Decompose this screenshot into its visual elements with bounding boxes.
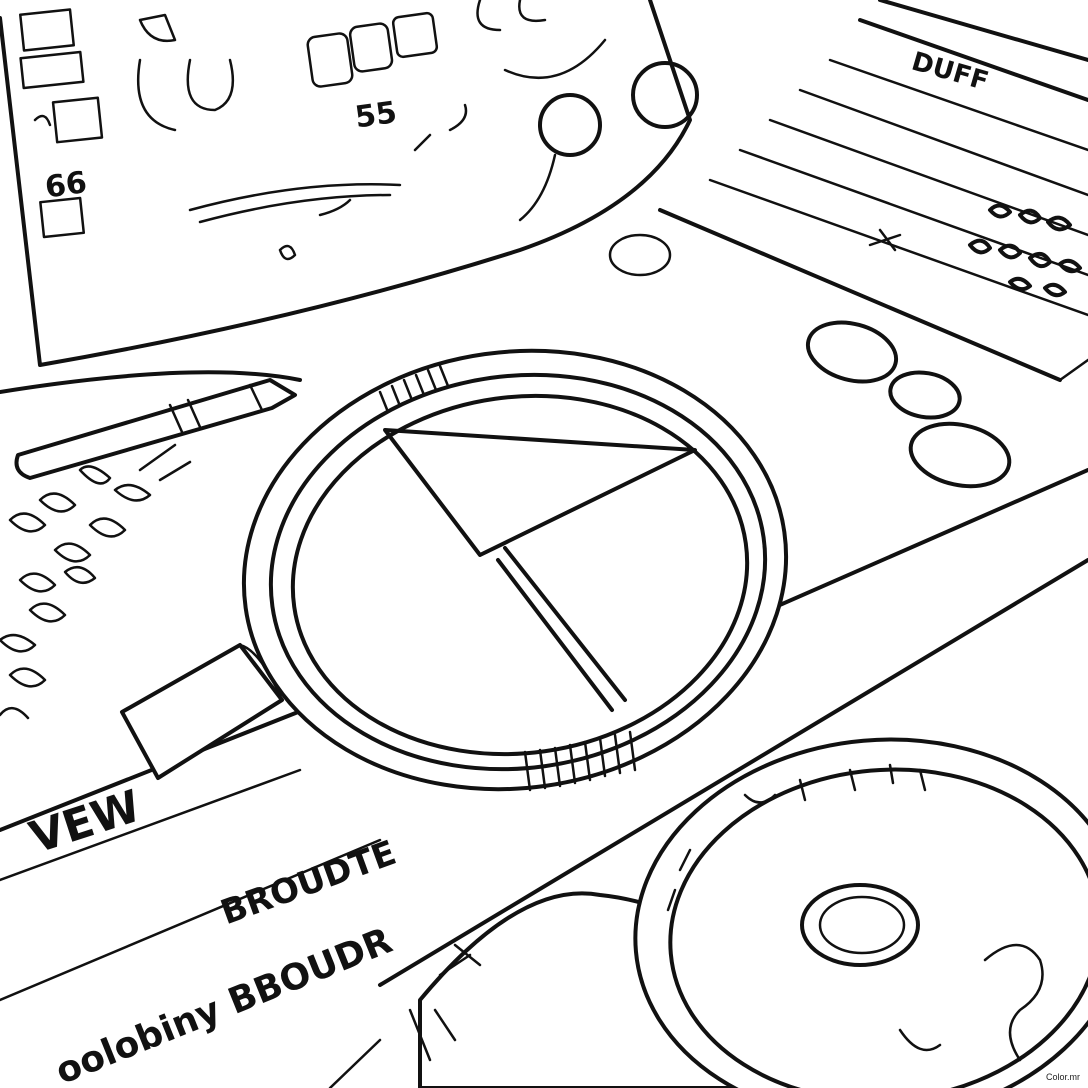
sheet-box [391,11,439,59]
coin-center-hole [800,883,920,967]
coin-inner-ring [668,767,1088,1088]
magnifier-rim-inner [268,372,768,772]
sheet-number: 66 [43,165,89,205]
magnifier-rim-outer [241,348,789,792]
sheet-heading: DUFF [908,47,991,97]
paper-phrase: oolobiny BBOUDR [50,920,398,1088]
pebble-shape [608,233,672,277]
paper-word: VEW [24,781,147,864]
sheet-box [39,196,86,239]
magnifier-lens [290,393,750,757]
magnifying-glass [120,348,789,792]
credit-watermark: Color.mr [1045,1072,1080,1082]
sheet-number: 55 [353,95,399,135]
lens-pie-divider [383,428,697,712]
sheet-box [51,96,104,144]
sheet-box [19,50,85,90]
sheet-box [348,22,394,73]
top-left-sheet: 55 66 [0,0,699,367]
coin-disk [633,737,1088,1088]
left-scribble-cluster [0,443,192,720]
sheet-box [306,32,354,88]
pebble-shape [805,320,899,384]
scribbled-digits [968,203,1082,298]
pebble-shape [888,370,962,420]
paper-edges [0,370,1088,1088]
pencil [14,378,297,480]
pebble-shape [908,421,1012,489]
paper-phrase: BROUDTE [216,833,402,933]
sheet-box [19,8,75,52]
lower-labels: VEW BROUDTE oolobiny BBOUDR [24,781,402,1088]
magnifier-handle [120,643,284,780]
coin-outer-ring [633,737,1088,1088]
